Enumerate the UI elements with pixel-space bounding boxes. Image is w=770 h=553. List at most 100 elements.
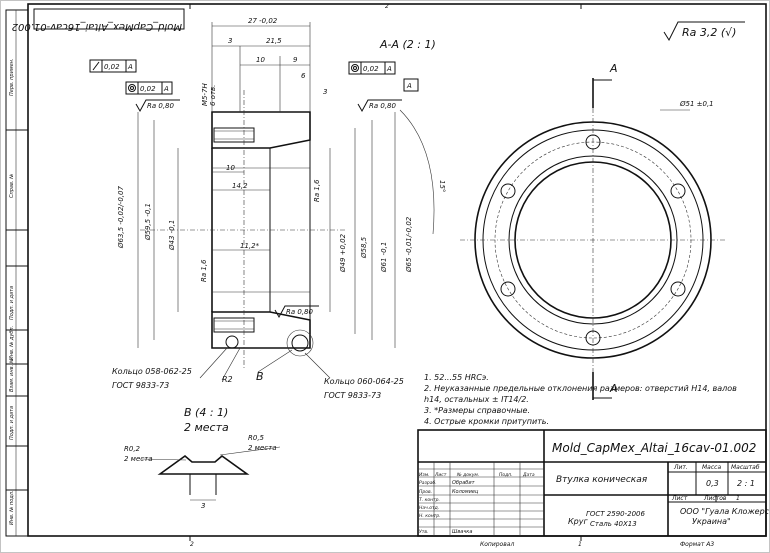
side-label-1: Перв. примен. xyxy=(9,58,15,96)
radius-r0-5-count: 2 места xyxy=(248,444,276,452)
hdr-date: Дата xyxy=(522,472,535,478)
part-name: Втулка коническая xyxy=(556,475,648,485)
thread-count: 6 отв. xyxy=(209,85,217,106)
note-2: 2. Неуказанные предельные отклонения раз… xyxy=(424,384,737,393)
thread-m5: М5-7Н xyxy=(201,83,209,106)
role-dev: Разраб. xyxy=(419,480,437,486)
role-ncontr: Н. контр. xyxy=(419,513,441,519)
svg-text:0,02: 0,02 xyxy=(363,65,379,73)
datum-a: A xyxy=(406,82,412,90)
rotated-code: Mold_CapMex_Altai_16cav-01.002 xyxy=(12,21,182,32)
dim-d63-5: Ø63,5 -0,02/-0,07 xyxy=(117,186,125,249)
side-label-6: Подп. и дата xyxy=(9,406,15,440)
section-arrow-a-top: A xyxy=(609,62,618,75)
person-dev: Обрабит xyxy=(452,480,476,486)
dim-3b: 3 xyxy=(323,88,327,96)
dim-d65: Ø65 -0,01/-0,02 xyxy=(405,216,413,273)
side-label-2: Справ. № xyxy=(9,174,15,198)
svg-text:A: A xyxy=(163,85,169,93)
note-4: 4. Острые кромки притупить. xyxy=(424,417,549,426)
mass-value: 0,3 xyxy=(706,479,719,488)
side-label-5: Взам. инв. № xyxy=(9,358,15,392)
title-block xyxy=(417,429,767,537)
copied-label: Копировал xyxy=(480,541,514,548)
scale-value: 2 : 1 xyxy=(737,479,755,488)
svg-text:Ra 3,2 (√): Ra 3,2 (√) xyxy=(682,26,736,39)
section-arrow-a-bottom: A xyxy=(609,382,618,395)
role-check: Пров. xyxy=(419,489,432,495)
zone-bottom-2: 2 xyxy=(190,541,194,548)
dim-d59-5: Ø59,5 -0,1 xyxy=(144,203,152,241)
dim-d58-5: Ø58,5 xyxy=(360,236,368,259)
tolerance-frame-3: 0,02 A xyxy=(348,61,396,75)
svg-text:0,02: 0,02 xyxy=(140,85,156,93)
side-strip xyxy=(5,9,29,537)
dim-10b: 10 xyxy=(226,164,235,172)
zone-top-2: 2 xyxy=(385,3,389,10)
hdr-sign: Подп. xyxy=(499,472,513,478)
svg-text:Ra 0,80: Ra 0,80 xyxy=(147,102,175,110)
ring2-line2: ГОСТ 9833-73 xyxy=(324,391,381,400)
ring2-line1: Кольцо 060-064-25 xyxy=(324,377,404,386)
radius-r0-2: R0,2 xyxy=(124,445,141,453)
detail-mark-b: B xyxy=(256,370,264,383)
svg-text:Ra 0,80: Ra 0,80 xyxy=(286,308,314,316)
col-scale: Масштаб xyxy=(731,464,760,471)
section-view xyxy=(140,90,345,370)
svg-text:A: A xyxy=(127,63,133,71)
dim-3c: 3 xyxy=(201,502,205,510)
top-dimensions: 27 -0,02 3 21,5 10 9 6 3 xyxy=(211,17,327,112)
dim-d49: Ø49 +0,02 xyxy=(339,233,347,273)
ring1-line1: Кольцо 058-062-25 xyxy=(112,367,192,376)
role-approve: Утв. xyxy=(419,529,428,535)
roughness-ra16-b: Ra 1,6 xyxy=(313,179,321,202)
note-3: 3. *Размеры справочные. xyxy=(424,406,530,415)
org-line1: ООО "Гуала Кложерс xyxy=(680,507,770,516)
role-tcontr: Т. контр. xyxy=(419,497,440,503)
detail-label: B (4 : 1) xyxy=(184,406,228,419)
dim-11-2: 11,2* xyxy=(240,242,260,250)
radius-r2: R2 xyxy=(222,375,233,384)
dim-d43: Ø43 -0,1 xyxy=(168,220,176,251)
note-1: 1. 52...55 HRCэ. xyxy=(424,373,489,382)
dim-3a: 3 xyxy=(228,37,232,45)
format-label: Формат А3 xyxy=(680,541,714,548)
org-line2: Украина" xyxy=(692,517,731,526)
radius-r0-5: R0,5 xyxy=(248,434,265,442)
title-code: Mold_CapMex_Altai_16cav-01.002 xyxy=(552,441,756,455)
person-approve: Швачка xyxy=(452,529,472,535)
hdr-doc: № докум. xyxy=(456,472,479,478)
detail-sub: 2 места xyxy=(184,421,229,434)
svg-text:A: A xyxy=(386,65,392,73)
dim-d61: Ø61 -0,1 xyxy=(380,242,388,273)
col-mass: Масса xyxy=(702,464,721,471)
detail-view xyxy=(157,454,250,501)
side-label-7: Инв. № подл. xyxy=(9,491,15,526)
roughness-ra08-b: Ra 0,80 xyxy=(357,99,402,113)
radius-r0-2-count: 2 места xyxy=(124,455,152,463)
tolerance-frame-1: 0,02 A xyxy=(89,59,137,73)
dim-21-5: 21,5 xyxy=(266,37,282,45)
dim-14-2: 14,2 xyxy=(232,182,248,190)
dim-15deg: 15° xyxy=(438,180,446,192)
sheets-count: 1 xyxy=(736,495,740,502)
col-lit: Лит. xyxy=(673,464,688,471)
dim-27: 27 -0,02 xyxy=(248,17,278,25)
svg-text:Ra 0,80: Ra 0,80 xyxy=(369,102,397,110)
sheet-label: Лист xyxy=(671,495,688,502)
material-line1: ГОСТ 2590-2006 xyxy=(586,510,645,518)
side-label-3: Подп. и дата xyxy=(9,286,15,320)
svg-text:0,02: 0,02 xyxy=(104,63,120,71)
hdr-list: Лист xyxy=(434,472,447,478)
ring1-line2: ГОСТ 9833-73 xyxy=(112,381,169,390)
zone-bottom-1: 1 xyxy=(578,541,582,548)
roughness-ra16-a: Ra 1,6 xyxy=(200,259,208,282)
section-label: A-A (2 : 1) xyxy=(379,38,436,51)
note-2-cont: h14, остальных ± IT14/2. xyxy=(424,395,529,404)
dim-10a: 10 xyxy=(256,56,265,64)
roughness-ra08-c: Ra 0,80 xyxy=(274,305,319,319)
tolerance-frame-2: 0,02 A xyxy=(125,81,173,95)
front-view xyxy=(460,78,726,400)
role-head: Нач.отд. xyxy=(419,505,439,511)
person-check: Коломиец xyxy=(452,489,479,495)
